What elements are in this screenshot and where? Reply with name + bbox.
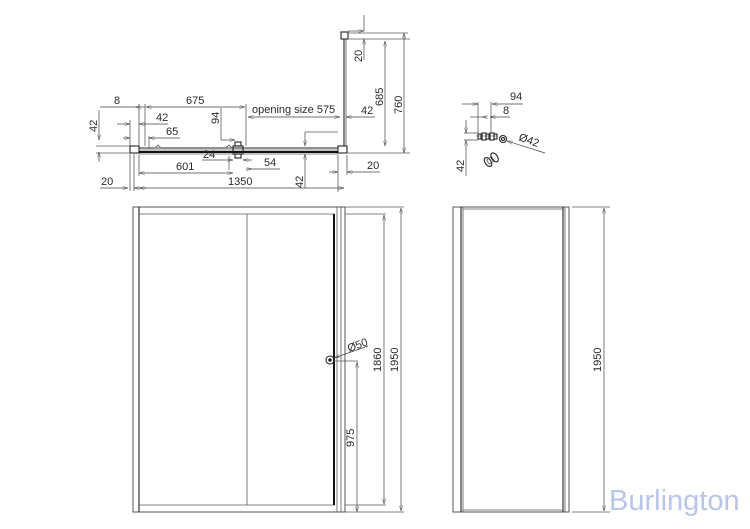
dim-94: 94 <box>210 112 222 124</box>
front-elevation: Ø50 975 1860 1950 <box>132 206 404 513</box>
dim-1860: 1860 <box>372 348 384 372</box>
dim-42-bottom: 42 <box>294 176 306 188</box>
dim-opening-size: opening size 575 <box>252 104 335 116</box>
dim-94-detail: 94 <box>510 91 522 103</box>
knob-front-icon <box>498 134 508 144</box>
dim-20-right: 20 <box>367 160 379 172</box>
dim-1950-side: 1950 <box>592 348 604 372</box>
left-wall-post <box>129 145 140 154</box>
dim-8-detail: 8 <box>503 105 509 117</box>
dim-20-left: 20 <box>101 176 113 188</box>
dim-8: 8 <box>114 95 120 107</box>
dim-54: 54 <box>264 157 276 169</box>
brand-logo: Burlington <box>609 485 740 517</box>
dim-diameter-50: Ø50 <box>346 336 370 354</box>
dim-1950-front: 1950 <box>389 348 401 372</box>
dim-42-right: 42 <box>361 105 373 117</box>
dim-685: 685 <box>374 88 386 106</box>
dim-601: 601 <box>176 161 194 173</box>
side-elevation: 1950 <box>452 206 610 513</box>
dim-24: 24 <box>203 149 215 161</box>
dim-42-left-horizontal: 42 <box>156 112 168 124</box>
dim-675: 675 <box>186 95 204 107</box>
dim-42-detail: 42 <box>455 160 467 172</box>
dim-diameter-42: Ø42 <box>517 132 541 150</box>
knob-isometric-icon <box>483 152 499 167</box>
dim-65: 65 <box>166 126 178 138</box>
dim-20-top: 20 <box>353 50 365 62</box>
dim-760: 760 <box>393 96 405 114</box>
plan-view: 8 675 opening size 575 42 42 42 65 94 24 <box>88 15 410 192</box>
handle-detail: 94 8 42 Ø42 <box>455 91 546 176</box>
door-knob-icon <box>325 355 335 365</box>
right-wall-post <box>337 145 348 154</box>
dim-975: 975 <box>345 429 357 447</box>
plan-handle <box>232 141 244 159</box>
side-panel-top-post <box>340 31 349 40</box>
dim-42-left-vertical: 42 <box>88 120 100 132</box>
dim-1350: 1350 <box>228 176 252 188</box>
